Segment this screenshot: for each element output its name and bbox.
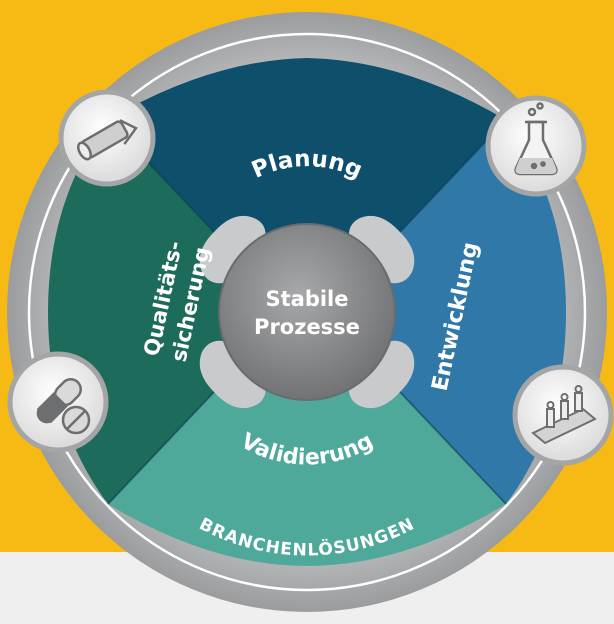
lab-flask-icon [485, 95, 587, 197]
film-roll-icon [58, 89, 156, 187]
production-line-icon [512, 364, 614, 466]
center-circle [218, 223, 396, 401]
outer-ring-line [27, 32, 587, 592]
segment-validierung [108, 379, 506, 566]
segment-planung [108, 58, 506, 245]
capsule-tablet-icon [7, 351, 109, 453]
center-label-line2: Prozesse [254, 315, 360, 339]
center-label-line1: Stabile [265, 287, 348, 311]
